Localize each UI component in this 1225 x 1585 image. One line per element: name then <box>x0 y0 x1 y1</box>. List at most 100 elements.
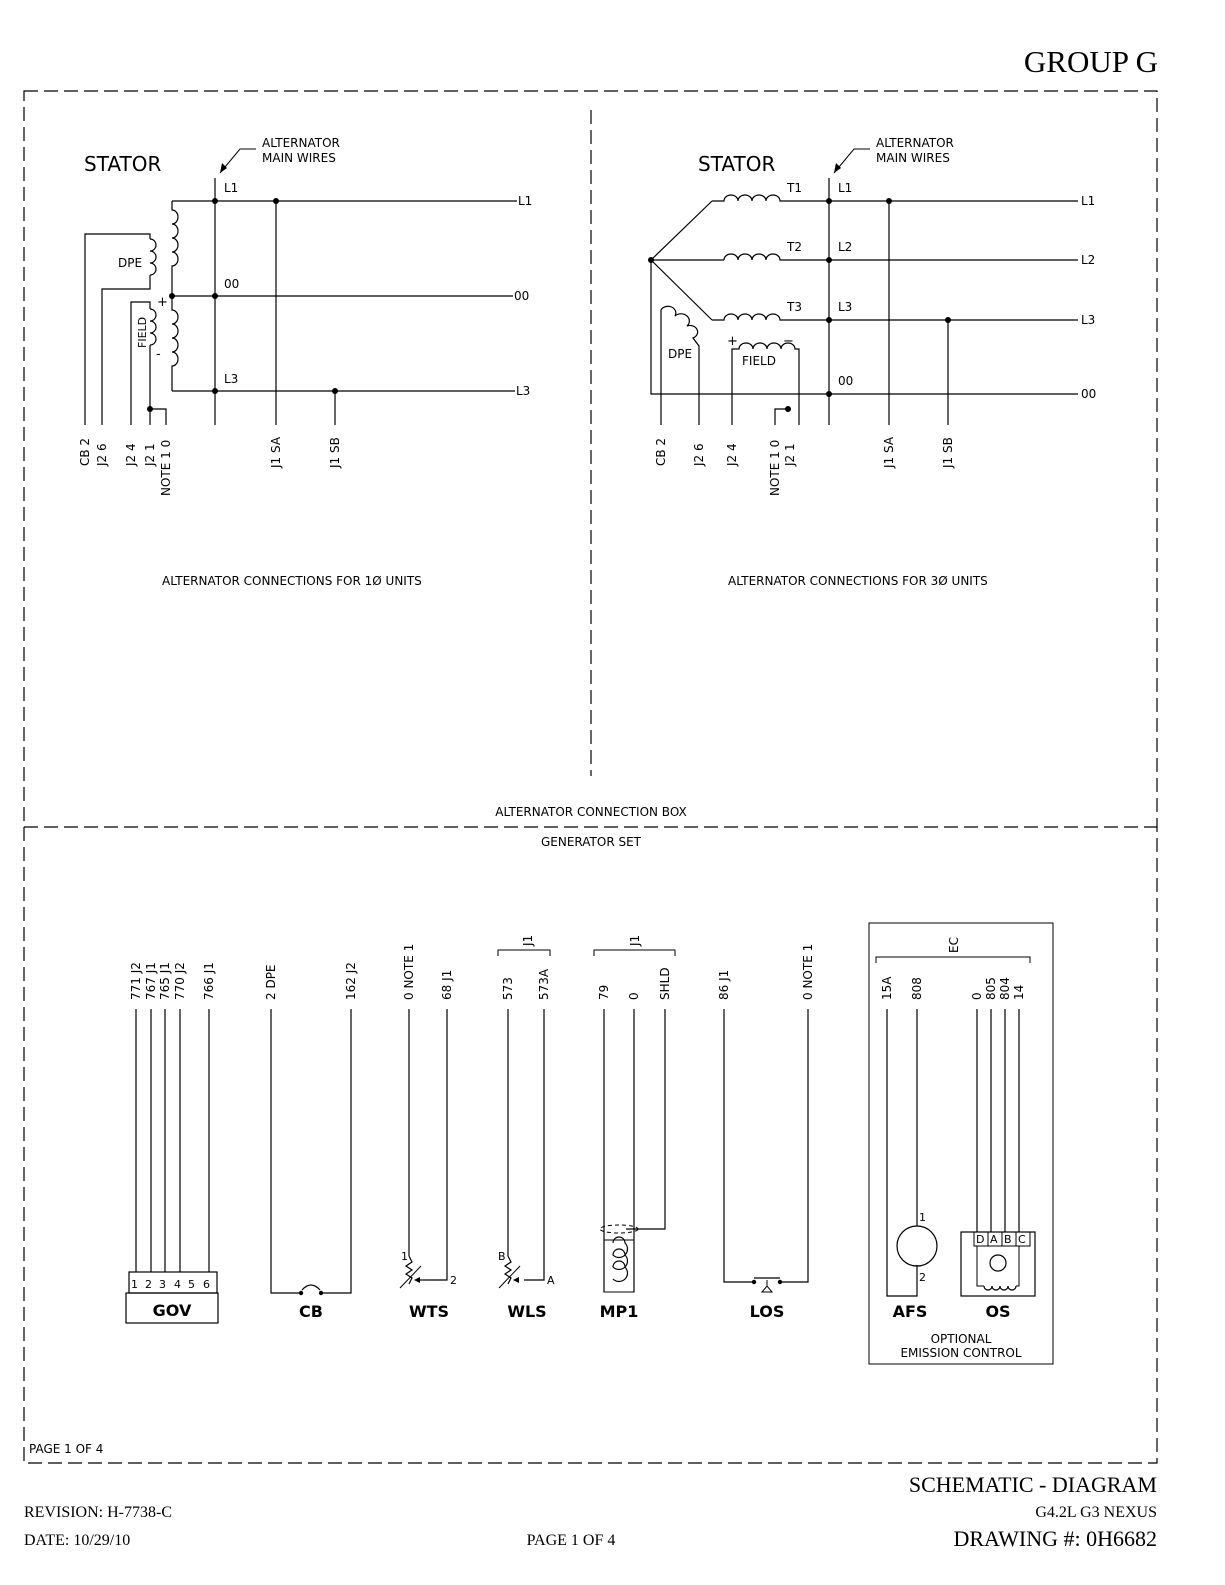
stator-label: STATOR <box>84 152 161 176</box>
wts-pin: 2 <box>450 1274 457 1287</box>
terminal-cb2: CB 2 <box>78 438 92 466</box>
dpe-wire-cb2 <box>84 233 151 425</box>
revision: REVISION: H-7738-C <box>24 1504 172 1521</box>
afs-wire-label: 15A <box>880 976 894 1000</box>
mp1-bracket <box>593 949 676 956</box>
emission-control-group: EC 1 2 15A 808 AFS D A B C 0 805 804 14 … <box>868 922 1054 1365</box>
los-wire-label: 0 NOTE 1 <box>801 944 815 1000</box>
node-l3: L3 <box>224 372 238 386</box>
mp1-shield-wire <box>626 1009 666 1230</box>
afs-wire-label: 808 <box>910 977 924 1000</box>
leader-arrow <box>219 148 256 174</box>
mp1-wire-label: SHLD <box>658 967 672 1000</box>
node-l1: L1 <box>224 181 238 195</box>
mp1-wire-label: 0 <box>627 992 641 1000</box>
mp1-body <box>603 1239 635 1293</box>
main-wires-label-1: ALTERNATOR <box>262 136 340 150</box>
stator-coil-upper <box>171 201 179 296</box>
terminal-j21: J2 1 <box>143 443 157 467</box>
mp1-component: J1 79 0 SHLD MP1 <box>593 935 676 1321</box>
wts-wire <box>425 1009 448 1281</box>
afs-label: AFS <box>893 1302 928 1321</box>
winding-label-t3: T3 <box>786 300 802 314</box>
gov-pin: 5 <box>188 1278 195 1291</box>
os-pin: C <box>1018 1233 1026 1246</box>
terminal-j1sa: J1 SA <box>269 436 283 469</box>
mp1-shield <box>599 1224 639 1234</box>
output-00: 00 <box>514 289 529 303</box>
output-l2: L2 <box>1081 253 1095 267</box>
terminal-j26: J2 6 <box>692 443 706 467</box>
ec-bracket <box>875 956 1031 963</box>
junction-dot <box>826 391 832 397</box>
los-wire <box>780 1009 809 1283</box>
gov-box <box>125 1292 219 1324</box>
field-plus: + <box>157 295 168 310</box>
afs-pin: 2 <box>919 1271 926 1284</box>
star-leg-3 <box>650 259 713 321</box>
wts-component: 0 NOTE 1 68 J1 1 2 WTS <box>399 944 457 1321</box>
model-name: G4.2L G3 NEXUS <box>1035 1504 1157 1521</box>
ec-caption-2: EMISSION CONTROL <box>900 1346 1021 1360</box>
afs-sensor <box>896 1225 938 1267</box>
gov-label: GOV <box>153 1301 192 1320</box>
gov-pin: 2 <box>145 1278 152 1291</box>
terminal-j26: J2 6 <box>95 443 109 467</box>
output-l1: L1 <box>518 194 532 208</box>
wts-wire-label: 0 NOTE 1 <box>402 944 416 1000</box>
los-wire-label: 86 J1 <box>717 970 731 1000</box>
title-block: SCHEMATIC - DIAGRAM G4.2L G3 NEXUS REVIS… <box>24 1472 1157 1551</box>
junction-dot <box>826 198 832 204</box>
page-number: PAGE 1 OF 4 <box>527 1532 616 1549</box>
single-phase-caption: ALTERNATOR CONNECTIONS FOR 1Ø UNITS <box>162 574 422 588</box>
node-00: 00 <box>838 374 853 388</box>
note-wire <box>774 408 788 425</box>
wts-resistor <box>404 1255 414 1285</box>
leader-arrowhead <box>220 163 227 173</box>
gov-wire-label: 766 J1 <box>202 962 216 1000</box>
wls-bracket <box>497 949 551 956</box>
field-label: FIELD <box>136 317 149 348</box>
wls-resistor <box>503 1255 513 1285</box>
os-pin: D <box>976 1233 984 1246</box>
os-pin: B <box>1004 1233 1012 1246</box>
dpe-label: DPE <box>118 256 142 270</box>
field-coil <box>731 342 800 425</box>
wls-wire-label: 573 <box>501 977 515 1000</box>
os-wire-label: 804 <box>998 977 1012 1000</box>
date: DATE: 10/29/10 <box>24 1532 130 1549</box>
winding-label-t2: T2 <box>786 240 802 254</box>
gov-component: 771 J2 767 J1 765 J1 770 J2 766 J1 1 2 3… <box>125 962 219 1324</box>
stator-label: STATOR <box>698 152 775 176</box>
os-label: OS <box>985 1302 1010 1321</box>
emission-control-box <box>868 922 1054 1365</box>
connection-box-label: ALTERNATOR CONNECTION BOX <box>495 805 686 819</box>
neutral-wire <box>650 260 1078 395</box>
los-label: LOS <box>750 1302 785 1321</box>
terminal-j1sb: J1 SB <box>328 437 342 469</box>
winding-t1 <box>712 194 1078 202</box>
os-wire-label: 0 <box>970 992 984 1000</box>
drawing-number: DRAWING #: 0H6682 <box>953 1526 1157 1551</box>
los-contact <box>777 1279 783 1285</box>
cb-wire-label: 162 J2 <box>344 962 358 1000</box>
winding-t2 <box>723 253 1078 261</box>
os-wire-label: 14 <box>1012 985 1026 1000</box>
mp1-connector-label: J1 <box>628 935 642 947</box>
stator-coil-lower <box>171 296 179 391</box>
gov-pin: 1 <box>131 1278 138 1291</box>
junction-dot <box>785 406 791 412</box>
cb-component: 2 DPE 162 J2 CB <box>264 962 358 1321</box>
three-phase-caption: ALTERNATOR CONNECTIONS FOR 3Ø UNITS <box>728 574 988 588</box>
os-wire-label: 805 <box>984 977 998 1000</box>
wts-variable-line <box>399 1265 422 1289</box>
terminal-j1sb: J1 SB <box>941 437 955 469</box>
main-wires-label-1: ALTERNATOR <box>876 136 954 150</box>
field-wire-j24 <box>130 301 151 425</box>
junction-dot <box>273 198 279 204</box>
dpe-coil <box>149 238 157 276</box>
terminal-j21: J2 1 <box>783 443 797 467</box>
cb-wire <box>270 1009 300 1294</box>
gov-wire-label: 771 J2 <box>129 962 143 1000</box>
wls-wire-label: 573A <box>537 968 551 1000</box>
